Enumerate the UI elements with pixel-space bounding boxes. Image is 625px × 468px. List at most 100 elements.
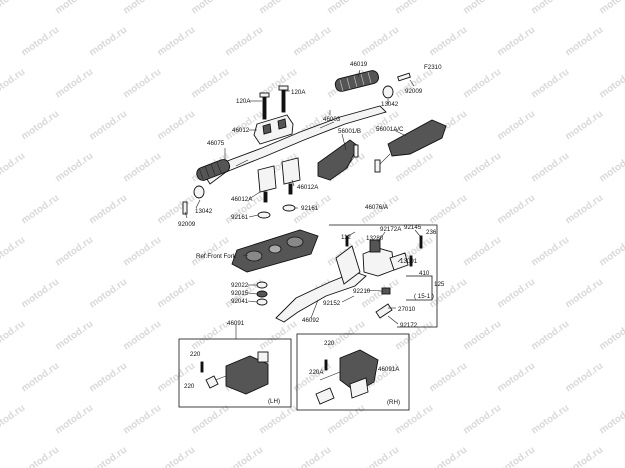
watermark-text: motod.ru <box>0 235 27 269</box>
label-13042-a: 13042 <box>381 101 399 108</box>
label-92172a: 92172A <box>380 226 402 233</box>
watermark-text: motod.ru <box>495 445 537 468</box>
watermark-text: motod.ru <box>155 25 197 59</box>
lever-holder-bolt <box>375 303 393 319</box>
watermark-text: motod.ru <box>155 445 197 468</box>
left-grip <box>193 159 231 199</box>
label-220-lh-bottom: 220 <box>184 383 195 390</box>
watermark-text: motod.ru <box>291 445 333 468</box>
watermark-text: motod.ru <box>563 25 605 59</box>
watermark-text: motod.ru <box>189 403 231 437</box>
watermark-text: motod.ru <box>87 109 129 143</box>
watermark-text: motod.ru <box>495 361 537 395</box>
lower-holder-left <box>257 165 277 203</box>
label-15-1: ( 15-1 ) <box>414 293 434 300</box>
watermark-text: motod.ru <box>427 25 469 59</box>
watermark-text: motod.ru <box>87 445 129 468</box>
watermark-text: motod.ru <box>19 193 61 227</box>
watermark-text: motod.ru <box>189 235 231 269</box>
watermark-text: motod.ru <box>121 235 163 269</box>
brake-switch <box>381 287 391 295</box>
label-13091: 13091 <box>400 258 418 265</box>
switch-mount-screw <box>409 235 423 267</box>
watermark-text: motod.ru <box>19 277 61 311</box>
label-rh: (RH) <box>387 399 400 406</box>
rh-switch-housing <box>315 349 379 405</box>
watermark-text: motod.ru <box>53 235 95 269</box>
watermark-text: motod.ru <box>461 0 503 16</box>
watermark-text: motod.ru <box>87 361 129 395</box>
watermark-text: motod.ru <box>189 0 231 16</box>
lever-pivot-bolt <box>345 235 349 247</box>
watermark-text: motod.ru <box>393 0 435 16</box>
watermark-text: motod.ru <box>0 0 27 16</box>
watermark-text: motod.ru <box>121 0 163 16</box>
reservoir-cover <box>335 245 361 285</box>
watermark-text: motod.ru <box>427 193 469 227</box>
brake-lever-box <box>329 224 438 328</box>
label-46012a-right: 46012A <box>297 184 319 191</box>
watermark-text: motod.ru <box>461 67 503 101</box>
watermark-text: motod.ru <box>19 445 61 468</box>
watermark-text: motod.ru <box>461 403 503 437</box>
holder-bolt-right <box>278 85 289 113</box>
watermark-text: motod.ru <box>529 319 571 353</box>
label-92161-right: 92161 <box>301 205 319 212</box>
watermark-text: motod.ru <box>359 445 401 468</box>
watermark-text: motod.ru <box>189 319 231 353</box>
stem-nut-stack <box>256 281 268 306</box>
watermark-text: motod.ru <box>19 109 61 143</box>
watermark-text: motod.ru <box>53 67 95 101</box>
label-92145: 92145 <box>404 224 422 231</box>
watermark-text: motod.ru <box>495 277 537 311</box>
watermark-text: motod.ru <box>563 361 605 395</box>
label-46019: 46019 <box>350 61 368 68</box>
watermark-text: motod.ru <box>597 319 625 353</box>
lh-switch-box <box>178 338 292 408</box>
watermark-text: motod.ru <box>597 151 625 185</box>
lh-switch-housing <box>200 351 269 395</box>
watermark-text: motod.ru <box>393 403 435 437</box>
watermark-text: motod.ru <box>257 319 299 353</box>
label-46012a-left: 46012A <box>231 196 253 203</box>
label-27010: 27010 <box>398 306 416 313</box>
label-125: 125 <box>434 281 445 288</box>
label-92009-b: 92009 <box>178 221 196 228</box>
watermark-text: motod.ru <box>495 193 537 227</box>
watermark-text: motod.ru <box>291 25 333 59</box>
watermark-text: motod.ru <box>53 151 95 185</box>
watermark-text: motod.ru <box>461 151 503 185</box>
right-grip <box>334 70 394 99</box>
lower-holder-right <box>281 157 301 195</box>
label-ref-front-fork: Ref.Front Fork <box>196 253 237 260</box>
inner-detail-box <box>406 275 433 301</box>
watermark-text: motod.ru <box>87 277 129 311</box>
watermark-text: motod.ru <box>393 67 435 101</box>
label-92015: 92015 <box>231 290 249 297</box>
label-92152: 92152 <box>323 300 341 307</box>
watermark-text: motod.ru <box>393 151 435 185</box>
watermark-text: motod.ru <box>155 109 197 143</box>
watermark-text: motod.ru <box>529 403 571 437</box>
watermark-text: motod.ru <box>121 403 163 437</box>
watermark-text: motod.ru <box>87 25 129 59</box>
watermark-text: motod.ru <box>427 445 469 468</box>
label-56001ac: 56001A/C <box>376 126 404 133</box>
bar-end-pin-left <box>182 201 188 215</box>
label-112: 112 <box>341 234 351 241</box>
watermark-text: motod.ru <box>0 403 27 437</box>
watermark-text: motod.ru <box>529 235 571 269</box>
diagram-code: F2310 <box>424 64 442 71</box>
label-13280: 13280 <box>366 235 384 242</box>
label-220a-rh: 220A <box>309 369 324 376</box>
watermark-text: motod.ru <box>155 277 197 311</box>
label-120a-right: 120A <box>291 89 306 96</box>
watermark-text: motod.ru <box>223 445 265 468</box>
watermark-text: motod.ru <box>495 25 537 59</box>
label-46092: 46092 <box>302 317 320 324</box>
leader-lines <box>184 69 421 339</box>
label-46003: 46003 <box>323 116 341 123</box>
label-92172: 92172 <box>400 322 418 329</box>
watermark-text: motod.ru <box>223 25 265 59</box>
